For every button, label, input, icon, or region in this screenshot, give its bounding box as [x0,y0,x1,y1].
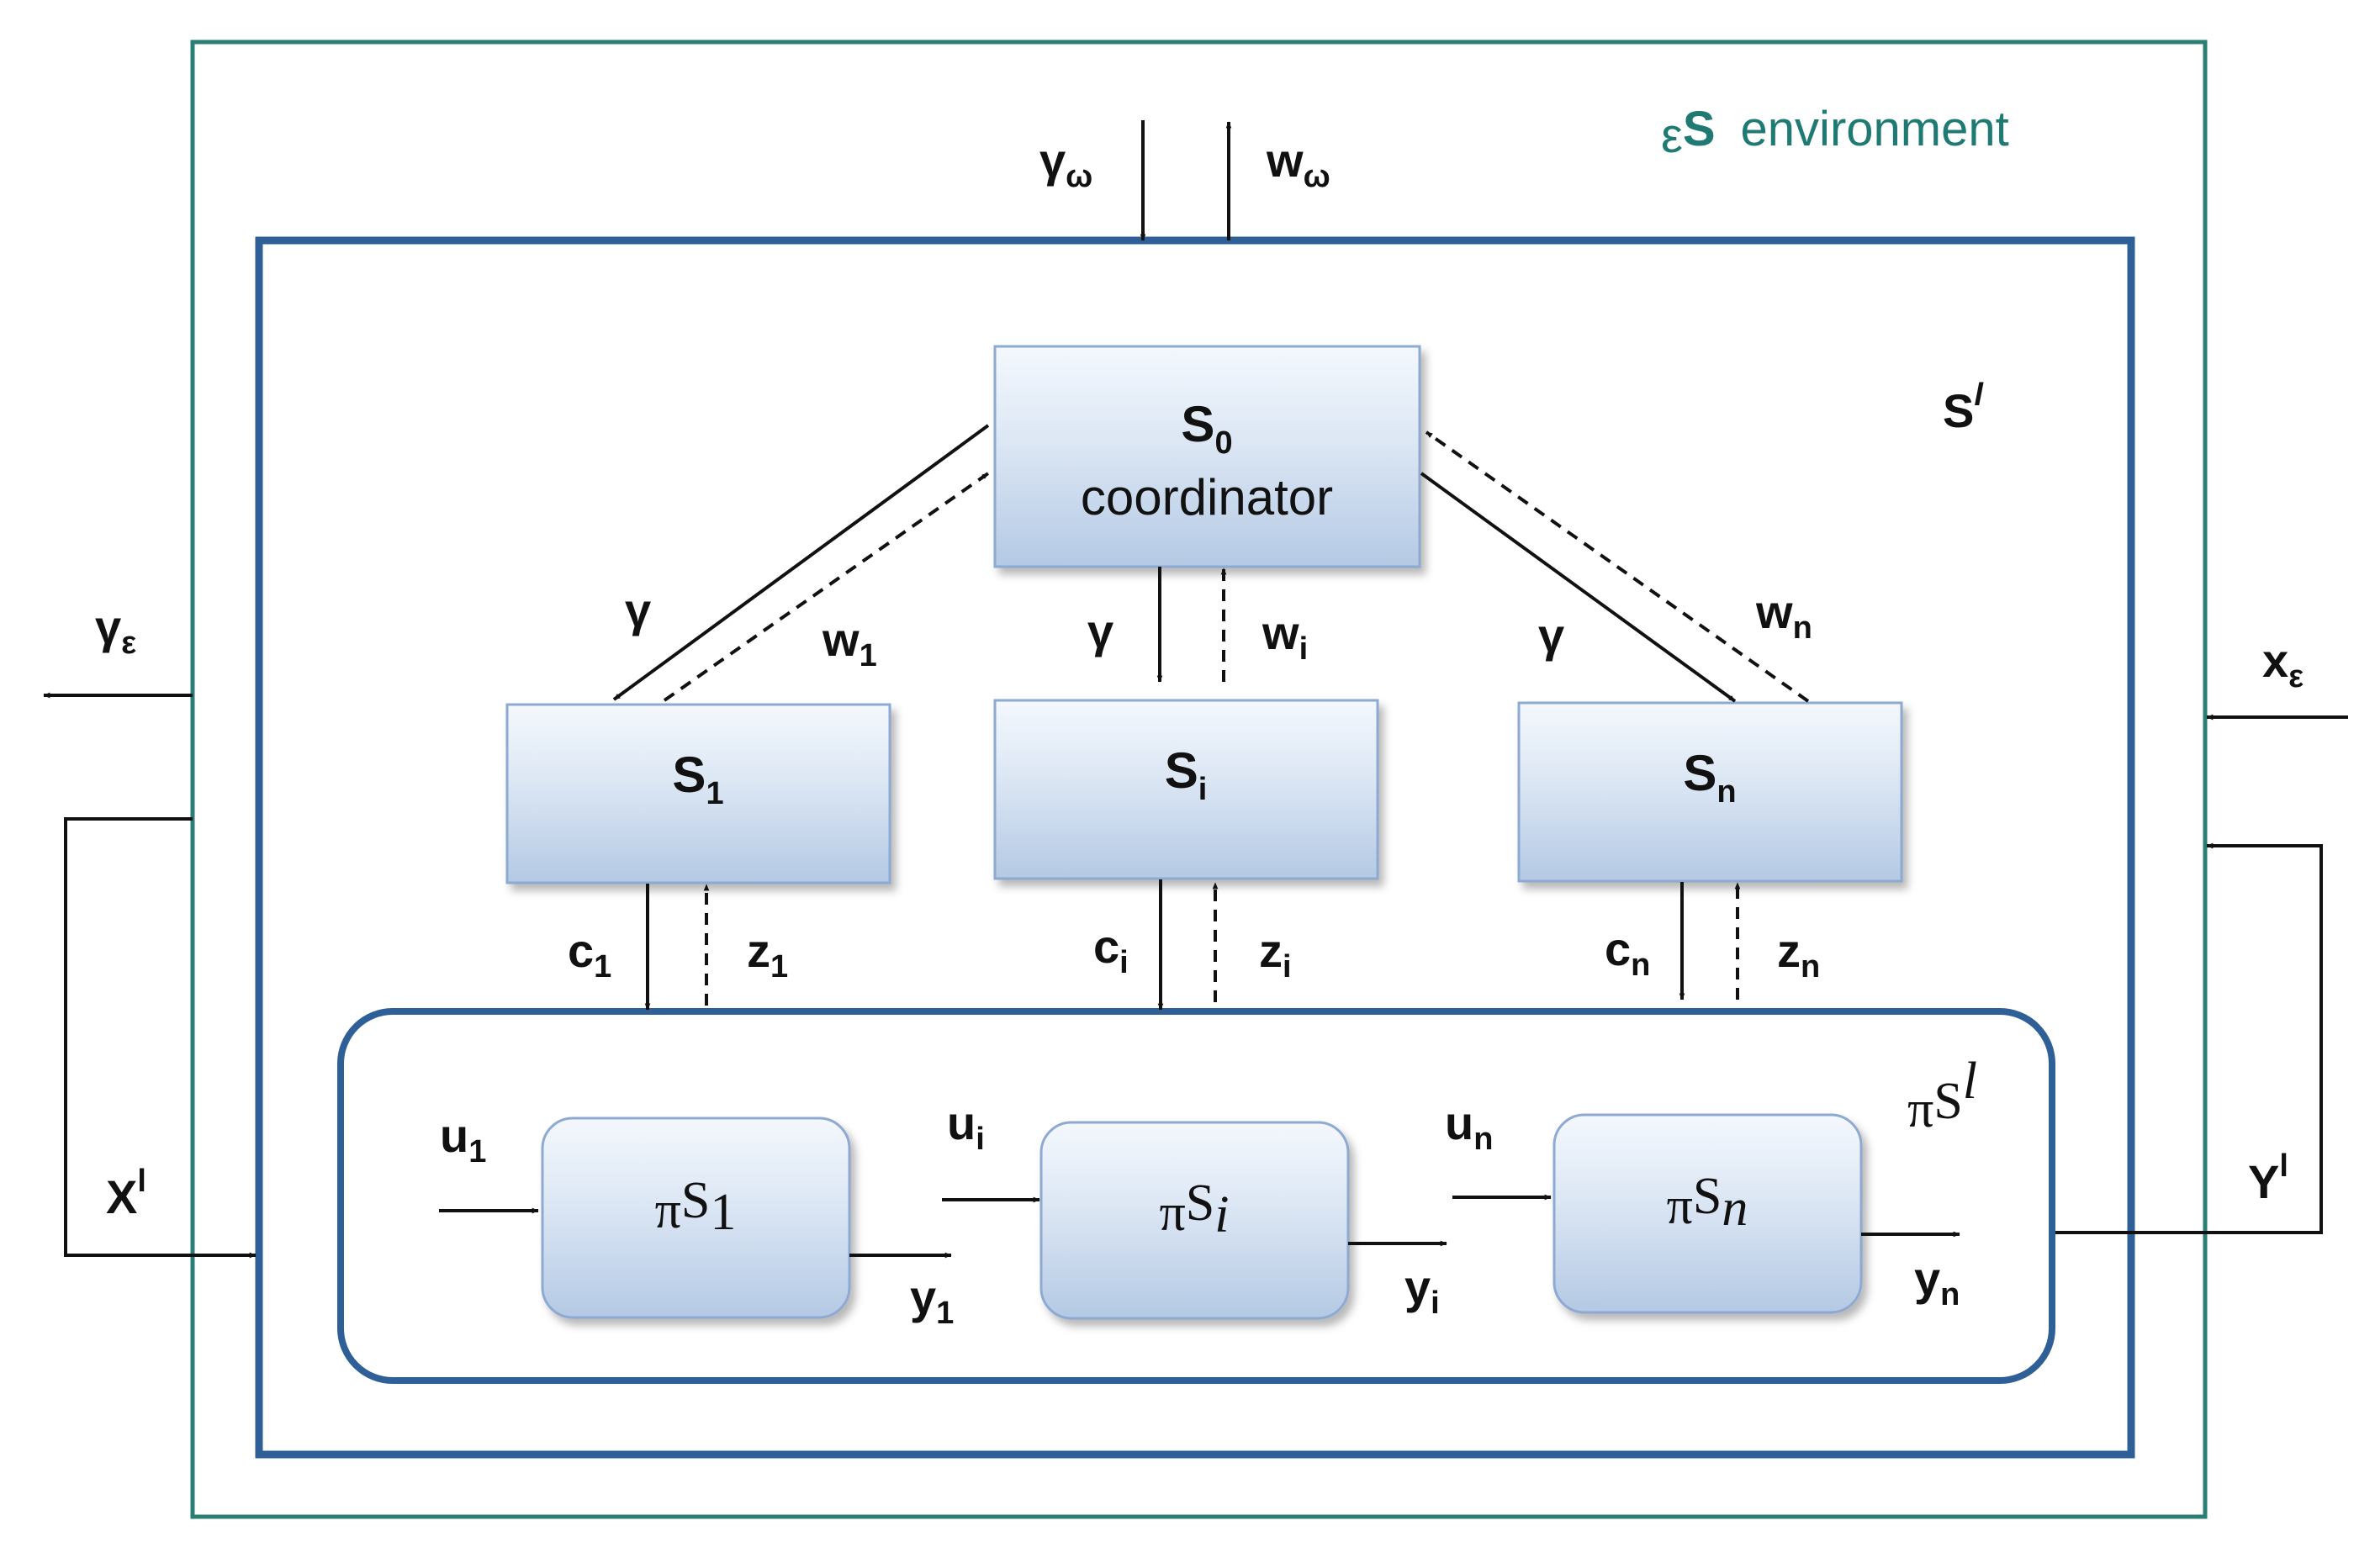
process-block-1: πS1 [541,1117,851,1319]
control-label-n: cn [1605,922,1650,983]
control-label-i: ci [1093,920,1129,980]
feedback-label-i: zi [1259,924,1292,985]
process-block-label-i: πSi [1159,1175,1229,1243]
subsystem-label-1: S1 [672,747,723,811]
subsystem-box-1: S1 [505,703,891,884]
output-label-n: yn [1914,1252,1960,1312]
right-output-label: Yl [2248,1148,2288,1208]
environment-frame [190,40,2208,1519]
subsystem-label-i: Si [1165,742,1208,807]
process-block-label-n: πSn [1667,1168,1748,1237]
feedback-label-n: zn [1777,924,1820,985]
coordinator-box: S0 coordinator [993,345,1421,568]
coord-to-si-label: γ [1087,604,1113,657]
s1-to-coord-arrow [663,472,990,702]
input-label-i: ui [947,1096,985,1157]
process-block-i: πSi [1039,1121,1350,1320]
s1-to-coord-label: w1 [822,613,877,673]
left-input-label: Xl [106,1164,146,1223]
process-label: πSl [1907,1053,1977,1138]
env-right-input-label: xε [2262,634,2304,694]
subsystem-box-i: Si [993,699,1379,880]
sn-to-coord-arrow [1425,430,1810,703]
left-input-arrow [64,817,257,1259]
feedback-label-1: z1 [747,924,788,985]
coord-to-sn-arrow [1420,472,1737,703]
process-block-n: πSn [1552,1113,1863,1314]
output-label-1: y1 [910,1270,954,1331]
input-label-n: un [1445,1096,1493,1157]
right-output-arrow [2055,842,2323,1234]
coordinator-label: coordinator [1081,469,1333,525]
top-input-label: γω [1039,134,1092,194]
output-label-i: yi [1404,1260,1440,1321]
system-label: Sl [1943,377,1984,437]
sn-to-coord-label: wn [1755,585,1812,646]
control-label-1: c1 [568,924,611,985]
coordinator-symbol: S0 [1181,396,1232,461]
env-left-output-label: γε [95,600,136,661]
subsystem-box-n: Sn [1517,701,1903,883]
coord-to-s1-label: γ [625,583,651,636]
process-frame [337,1008,2055,1384]
system-frame [255,236,2135,1459]
subsystem-label-n: Sn [1683,745,1736,810]
si-to-coord-label: wi [1262,606,1308,667]
coord-to-s1-arrow [612,424,990,701]
top-output-label: wω [1266,134,1330,194]
process-block-label-1: πS1 [655,1172,737,1241]
input-label-1: u1 [440,1109,486,1169]
coord-to-sn-label: γ [1538,609,1564,662]
